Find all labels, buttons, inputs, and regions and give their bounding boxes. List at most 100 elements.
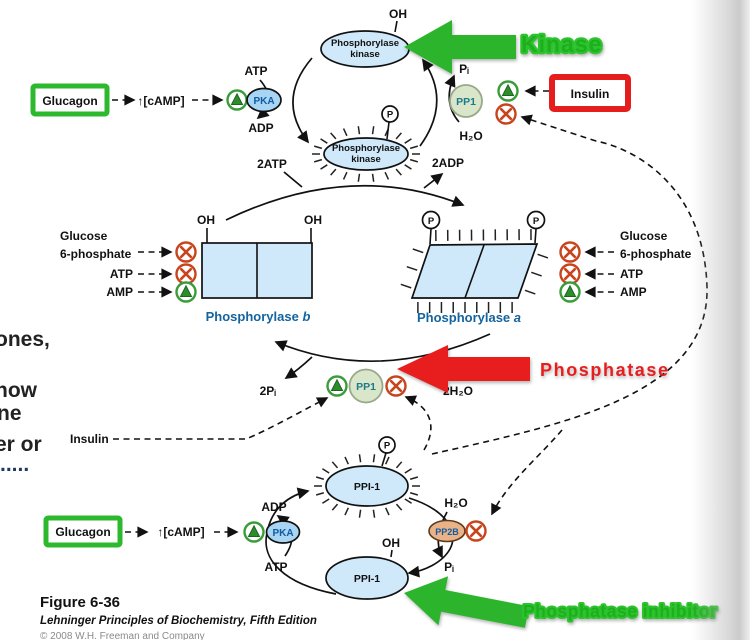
glucose-label: Glucose [60, 229, 108, 243]
ppi1-dephosphorylated [325, 556, 409, 600]
two-adp-stub [423, 172, 444, 189]
insulin-to-pp1-link [113, 397, 329, 440]
atp-label: ATP [620, 267, 643, 281]
insulin-label: Insulin [571, 87, 610, 101]
inhibition-icon [495, 103, 517, 125]
glucagon-pka-path-top: Glucagon ↑[cAMP] PKA [30, 83, 282, 117]
oh-label: OH [197, 213, 215, 227]
amp-label: AMP [106, 285, 133, 299]
phosphate-p: P [384, 441, 391, 452]
pi-label: Pᵢ [444, 560, 454, 574]
green-arrow [404, 576, 530, 628]
adp-label: ADP [248, 121, 273, 135]
phosphate-stem [386, 121, 390, 140]
atp-label: ATP [244, 64, 267, 78]
glucagon-pka-path-bottom: Glucagon ↑[cAMP] PKA [43, 515, 301, 548]
pi-label: Pᵢ [459, 62, 469, 76]
subunit-divider [464, 244, 485, 299]
six-phosphate-label: 6-phosphate [60, 247, 132, 261]
phosphorylase-b-name: Phosphorylase b [206, 309, 311, 324]
pka-enzyme [246, 87, 282, 113]
oh-label: OH [382, 536, 400, 550]
pp1-label: PP1 [356, 381, 376, 393]
inhibition-icon [175, 263, 197, 285]
ppi1-label: PPI-1 [354, 481, 380, 493]
activation-icon [326, 375, 348, 397]
activation-icon [243, 521, 265, 543]
active-kinase-spikes [312, 126, 420, 182]
glucagon-highlight-box [30, 83, 110, 117]
two-atp-label: 2ATP [257, 157, 287, 171]
pp2b-label: PP2B [435, 527, 459, 537]
h2o-label: H₂O [459, 129, 482, 143]
green-arrow [404, 20, 516, 74]
h2o-label: H₂O [444, 496, 467, 510]
phosphate-p: P [387, 110, 394, 121]
kinase-line2: kinase [351, 154, 381, 165]
phosphate-stem [429, 228, 432, 245]
ppi1-label: PPI-1 [354, 573, 380, 585]
insulin-highlight-box [549, 74, 631, 112]
activation-icon [226, 89, 248, 111]
ppi1-phospho-spikes [314, 454, 420, 518]
atp-label: ATP [264, 560, 287, 574]
two-adp-label: 2ADP [432, 156, 464, 170]
glucagon-highlight-box [43, 515, 123, 548]
amp-label: AMP [620, 285, 647, 299]
text-fragment: er or [0, 433, 42, 456]
pp1-label: PP1 [456, 96, 476, 108]
cycle-arc-right [407, 497, 454, 578]
pka-enzyme [265, 520, 301, 544]
caption-copyright: © 2008 W.H. Freeman and Company [40, 631, 205, 640]
glucose-label: Glucose [620, 229, 668, 243]
phosphate-p: P [533, 216, 540, 227]
inhibition-icon [559, 263, 581, 285]
pp1-enzyme [348, 368, 384, 404]
activation-icon [497, 80, 519, 102]
two-h2o-label: 2H₂O [443, 384, 473, 398]
pka-label: PKA [272, 528, 293, 539]
phosphorylase-interconversion: OH OH Phosphorylase b P P Phosphorylase … [60, 171, 692, 404]
kinase-line2: kinase [350, 49, 380, 60]
insulin-input-top: Insulin [524, 74, 631, 112]
activation-icon [559, 281, 581, 303]
two-pi-label: 2Pᵢ [260, 384, 277, 398]
cycle-arc-right [419, 58, 438, 147]
text-fragment: ones, [0, 328, 50, 351]
activation-icon [175, 281, 197, 303]
phosphate-stem [534, 228, 537, 244]
phosphorylase-kinase-cycle: OH Phosphorylase kinase Phosphorylase ki… [244, 7, 519, 182]
ppi1-to-mid-inhibition-link [404, 395, 432, 451]
phosphate-stem [381, 452, 387, 467]
ppi1-phosphorylated [325, 465, 409, 507]
phosphorylase-a-spikes [400, 229, 549, 313]
two-atp-stub [283, 171, 303, 188]
six-phosphate-label: 6-phosphate [620, 247, 692, 261]
caption-source: Lehninger Principles of Biochemistry, Fi… [40, 615, 317, 627]
pp2b-enzyme [428, 519, 466, 543]
inhibition-icon [385, 375, 407, 397]
cycle-arc-left [292, 57, 313, 144]
phosphate-circle [381, 105, 399, 123]
figure-caption: Figure 6-36 Lehninger Principles of Bioc… [40, 594, 317, 640]
inhibition-icon [559, 241, 581, 263]
pka-label: PKA [253, 96, 274, 107]
pp1-enzyme [449, 84, 483, 118]
kinase-line1: Phosphorylase [331, 38, 399, 49]
oh-stem [390, 549, 393, 558]
phosphatase-annotation: Phosphatase [397, 345, 670, 393]
regulation-dashed-links: Insulin [70, 114, 708, 516]
camp-label: ↑[cAMP] [157, 525, 204, 539]
inhibition-icon [465, 520, 487, 542]
oh-label: OH [304, 213, 322, 227]
caption-figure-number: Figure 6-36 [40, 594, 120, 611]
phosphatase-inhibitor-annotation-text: Phosphatase inhibitor [523, 601, 717, 621]
b-to-a-arc [225, 184, 465, 221]
phosphatase-annotation-text: Phosphatase [540, 360, 670, 380]
oh-stem [394, 20, 398, 33]
pp2b-inhibition-link [491, 429, 563, 516]
kinase-annotation: Kinase [404, 20, 604, 74]
phosphate-p: P [428, 216, 435, 227]
phosphate-circle [378, 436, 396, 454]
